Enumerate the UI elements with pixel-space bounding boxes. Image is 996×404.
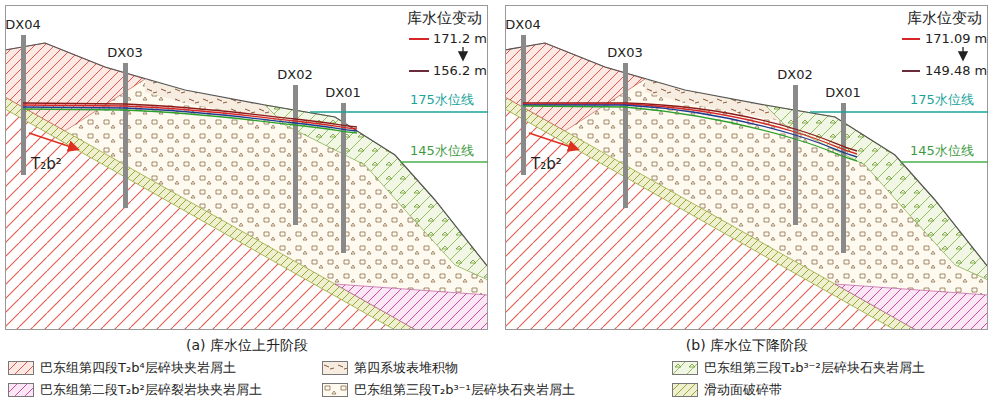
legend-swatch [672, 383, 698, 397]
legend-text: 巴东组第四段T₂b⁴层碎块夹岩屑土 [40, 360, 236, 376]
legend-item: 巴东组第三段T₂b³⁻²层碎块石夹岩屑土 [672, 360, 925, 376]
legend-item: 巴东组第三段T₂b³⁻¹层碎块石夹岩屑土 [322, 382, 575, 398]
water-line-label: 145水位线 [410, 143, 474, 159]
legend-text: 巴东组第三段T₂b³⁻¹层碎块石夹岩屑土 [354, 382, 575, 398]
legend-swatch [322, 383, 348, 397]
borehole-label: DX04 [5, 17, 40, 33]
stratum-label: T₂b² [31, 155, 62, 173]
panel-b [505, 6, 988, 331]
water-level-value: 171.09 m [925, 31, 987, 47]
legend-swatch [8, 383, 34, 397]
legend-item: 第四系坡表堆积物 [322, 360, 458, 376]
legend-heading: 库水位变动 [907, 9, 982, 27]
borehole-label: DX03 [107, 45, 142, 61]
borehole-label: DX02 [277, 67, 312, 83]
borehole-label: DX02 [777, 67, 812, 83]
water-line-label: 145水位线 [910, 143, 974, 159]
legend-text: 滑动面破碎带 [704, 382, 782, 398]
legend-text: 巴东组第三段T₂b³⁻²层碎块石夹岩屑土 [704, 360, 925, 376]
borehole-label: DX03 [607, 45, 642, 61]
water-level-value: 149.48 m [925, 63, 987, 79]
stratum-label: T₂b² [531, 155, 562, 173]
legend-text: 第四系坡表堆积物 [354, 360, 458, 376]
legend-swatch [8, 361, 34, 375]
panel-caption: (b) 库水位下降阶段 [686, 337, 808, 354]
borehole-label: DX01 [825, 85, 860, 101]
legend-text: 巴东组第二段T₂b²层碎裂岩块夹岩屑土 [40, 382, 262, 398]
water-level-value: 171.2 m [433, 31, 487, 47]
borehole-label: DX01 [325, 85, 360, 101]
water-line-label: 175水位线 [910, 92, 974, 108]
borehole-label: DX04 [505, 17, 540, 33]
legend-item: 巴东组第二段T₂b²层碎裂岩块夹岩屑土 [8, 382, 262, 398]
legend-swatch [322, 361, 348, 375]
panel-a [5, 6, 488, 331]
legend-item: 巴东组第四段T₂b⁴层碎块夹岩屑土 [8, 360, 236, 376]
water-line-label: 175水位线 [410, 92, 474, 108]
water-level-value: 156.2 m [433, 63, 487, 79]
panel-caption: (a) 库水位上升阶段 [186, 337, 308, 354]
legend-heading: 库水位变动 [407, 9, 482, 27]
legend-item: 滑动面破碎带 [672, 382, 782, 398]
legend-swatch [672, 361, 698, 375]
